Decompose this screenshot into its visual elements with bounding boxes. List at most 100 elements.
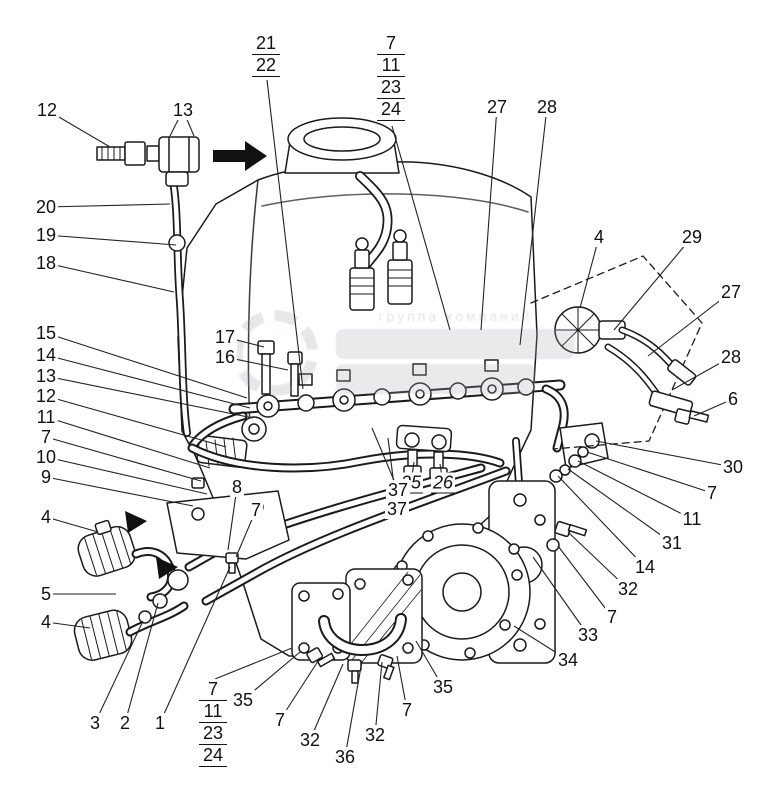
leader-line: [647, 291, 732, 357]
leader-line: [45, 456, 208, 495]
callout-7: 7: [198, 679, 228, 701]
callout-5: 5: [38, 584, 54, 604]
callout-22: 22: [251, 55, 281, 77]
callout-37: 37: [384, 499, 410, 519]
leader-line: [45, 262, 175, 293]
callout-20: 20: [33, 197, 59, 217]
leader-line: [344, 660, 363, 758]
bottom-bolts: [306, 647, 395, 684]
callout-27: 27: [484, 97, 510, 117]
callout-28: 28: [718, 347, 744, 367]
callout-24: 24: [376, 99, 406, 121]
callout-34: 34: [555, 650, 581, 670]
banjo-bolts: [257, 340, 303, 397]
callout-9: 9: [38, 467, 54, 487]
callout-27: 27: [718, 282, 744, 302]
leader-line: [227, 486, 238, 551]
callout-10: 10: [33, 447, 59, 467]
insert-arrow-lower: [156, 557, 178, 579]
callout-14: 14: [632, 557, 658, 577]
callout-32: 32: [297, 730, 323, 750]
engine-body-top-edge: [261, 193, 529, 213]
callout-7: 7: [248, 500, 264, 520]
leader-line: [45, 416, 211, 469]
callout-11: 11: [198, 701, 228, 723]
callout-13: 13: [33, 366, 59, 386]
callout-7: 7: [704, 483, 720, 503]
leader-line: [595, 440, 734, 468]
right-elbow: [541, 384, 609, 483]
leader-line: [45, 375, 254, 419]
callout-18: 18: [33, 253, 59, 273]
leader-line: [579, 236, 600, 309]
callout-26: 26: [430, 472, 456, 494]
hose-27: [618, 326, 697, 386]
callout-32: 32: [362, 725, 388, 745]
callout-23: 23: [198, 723, 228, 745]
manifold: [228, 359, 566, 418]
callout-12: 12: [33, 386, 59, 406]
callout-19: 19: [33, 225, 59, 245]
callout-8: 8: [229, 477, 245, 497]
leader-line: [309, 663, 344, 741]
leader-line: [45, 203, 171, 208]
leader-line: [45, 332, 248, 399]
callout-7: 7: [38, 427, 54, 447]
callout-12: 12: [34, 100, 60, 120]
leader-line: [266, 79, 304, 390]
callout-21: 21: [251, 33, 281, 55]
leader-line: [586, 451, 713, 494]
callout-7: 7: [376, 33, 406, 55]
callout-16: 16: [212, 347, 238, 367]
cap-hose-lower: [73, 593, 189, 661]
leader-line: [613, 236, 693, 331]
callout-35: 35: [230, 690, 256, 710]
leader-line: [532, 556, 589, 636]
callout-7: 7: [604, 607, 620, 627]
leader-line: [557, 475, 646, 568]
callout-23: 23: [376, 77, 406, 99]
leader-line: [94, 620, 144, 724]
drain-pipe: [168, 170, 191, 437]
leader-line: [519, 106, 548, 346]
callout-31: 31: [659, 533, 685, 553]
callout-36: 36: [332, 747, 358, 767]
callout-17: 17: [212, 327, 238, 347]
leader-line: [391, 125, 451, 331]
callout-15: 15: [33, 323, 59, 343]
option-boundary: [530, 255, 703, 450]
callout-13: 13: [170, 100, 196, 120]
engine-body-edge: [247, 179, 259, 429]
callout-1: 1: [152, 713, 168, 733]
callout-4: 4: [38, 612, 54, 632]
flow-arrow: [213, 141, 267, 171]
callout-6: 6: [725, 389, 741, 409]
leader-line: [159, 566, 231, 724]
leader-line: [45, 234, 177, 246]
leader-line: [374, 661, 383, 736]
leader-line: [214, 647, 293, 680]
leader-line: [45, 436, 202, 482]
hose-36: [318, 613, 407, 656]
leader-line: [45, 621, 91, 629]
callout-7: 7: [272, 710, 288, 730]
leader-line: [45, 395, 227, 448]
leader-line: [279, 657, 321, 721]
callout-3: 3: [87, 713, 103, 733]
leader-line: [45, 516, 99, 533]
callout-29: 29: [679, 227, 705, 247]
callout-33: 33: [575, 625, 601, 645]
bolt-32-right: [546, 520, 588, 552]
callout-35: 35: [430, 677, 456, 697]
callout-32: 32: [615, 579, 641, 599]
bolt-6: [674, 408, 710, 425]
callout-4: 4: [38, 507, 54, 527]
callout-24: 24: [198, 745, 228, 767]
filler-neck: [284, 117, 400, 174]
leader-line: [124, 602, 159, 724]
inlet-fitting: [96, 136, 200, 187]
